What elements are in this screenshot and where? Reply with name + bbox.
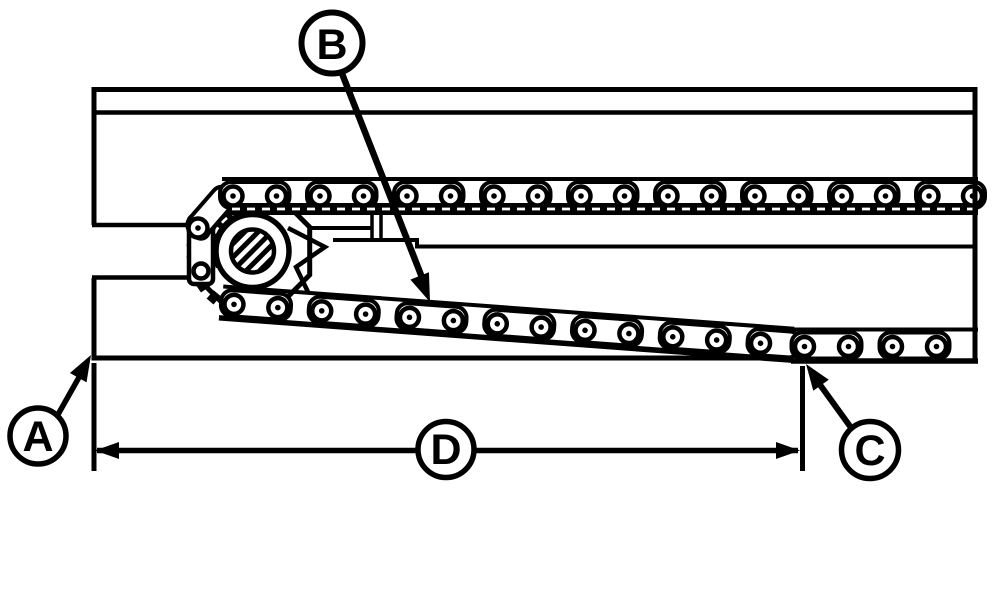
chain-pin (926, 193, 932, 199)
leader-line-c (815, 380, 855, 431)
chain-pin (621, 193, 628, 199)
chain-pin (406, 314, 413, 321)
hatch-line (233, 231, 272, 271)
chain-pin (404, 193, 410, 199)
chain-pin (795, 193, 802, 199)
chain-pin (839, 193, 845, 199)
callout-balloons: A B C D (7, 9, 902, 482)
bottom-chain-level-span (789, 327, 978, 364)
chain-pin (665, 193, 671, 199)
chain-pin (317, 193, 323, 199)
chain-pin (318, 308, 325, 314)
bottom-chain-slack-span (218, 284, 803, 363)
chain-pin (447, 193, 454, 199)
chain-pin (801, 343, 808, 350)
chain-pin (450, 317, 457, 324)
chain-pin (538, 324, 544, 330)
hatch-line (245, 244, 272, 271)
chain-pin (578, 193, 584, 199)
callout-d: D (415, 418, 477, 481)
hatch-line (233, 231, 260, 258)
guide-tab (370, 210, 383, 242)
arrowhead-b (410, 272, 430, 302)
mount-bolt-lower (191, 261, 211, 281)
chain-pin (757, 340, 764, 347)
callout-c: C (838, 418, 902, 482)
callout-a: A (7, 405, 69, 467)
callout-a-label: A (22, 413, 53, 461)
chain-pin (669, 334, 676, 340)
chain-pin (752, 193, 758, 199)
chain-pin (273, 193, 280, 199)
chain-pin (231, 301, 237, 308)
callout-b-label: B (316, 21, 347, 69)
conveyor-chains (218, 177, 987, 364)
sprocket-tooth (206, 290, 221, 305)
arrowheads (69, 272, 829, 459)
callout-b: B (298, 9, 366, 77)
callout-d-label: D (430, 426, 461, 474)
chain-rail (230, 203, 978, 215)
leader-line-a (53, 370, 85, 420)
dimension-arrow-left (95, 442, 119, 459)
chain-pin (845, 343, 852, 350)
chain-pin (362, 311, 369, 317)
chain-pin (230, 193, 236, 199)
chain-pin (882, 193, 889, 199)
chain-top-edge (223, 284, 795, 331)
arrowhead-c (806, 364, 829, 391)
arrowhead-a (69, 355, 91, 383)
callout-c-label: C (854, 427, 885, 475)
break-line (286, 225, 330, 293)
callout-a-circle (7, 405, 69, 467)
chain-pin (889, 343, 896, 350)
chain-pin (491, 193, 497, 199)
chain-guide (266, 210, 975, 249)
dimension-arrow-right (776, 442, 800, 459)
chain-pin (360, 193, 367, 199)
chain-bottom-edge (218, 315, 793, 363)
entry-link-pin (195, 225, 201, 231)
chain-pin (494, 321, 501, 327)
leader-lines (53, 69, 855, 431)
chain-pin (582, 327, 588, 334)
callout-d-circle (415, 418, 477, 481)
top-chain (218, 177, 987, 215)
callout-c-circle (838, 418, 902, 482)
chain-pin (708, 193, 715, 199)
chain-pin (534, 193, 541, 199)
conveyor-housing (91, 87, 975, 361)
chain-pin (275, 304, 281, 311)
chain-pin (713, 337, 720, 343)
callout-b-circle (298, 9, 366, 77)
chain-pin (933, 343, 940, 350)
leader-line-b (337, 69, 427, 282)
chain-pin (626, 330, 632, 337)
guide-step-edge (333, 238, 975, 249)
